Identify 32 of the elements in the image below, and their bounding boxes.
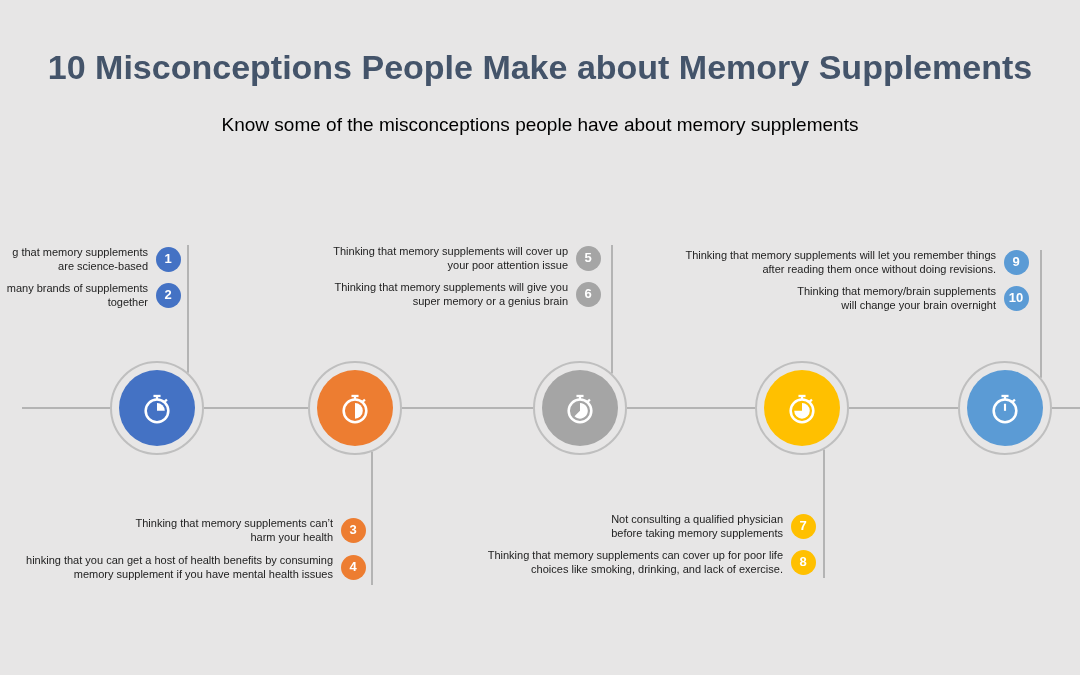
connector-line [21, 407, 111, 409]
number-badge: 10 [1003, 285, 1029, 311]
number-badge: 7 [790, 513, 816, 539]
number-badge: 8 [790, 549, 816, 575]
connector-line [626, 407, 756, 409]
connector-line [1051, 407, 1080, 409]
number-badge: 4 [340, 554, 366, 580]
statement-text: Thinking that memory/brain supplements will change your brain overnight [796, 284, 996, 312]
connector-line [611, 244, 613, 375]
statement-text: g that memory supplements are science-based [11, 245, 148, 273]
number-badge: 9 [1003, 249, 1029, 275]
number-badge: 5 [575, 245, 601, 271]
subtitle: Know some of the misconceptions people have about memory supplements [220, 113, 860, 137]
statement-text: Thinking that memory supplements can’t harm your health [134, 516, 333, 544]
connector-line [187, 244, 189, 374]
connector-line [203, 407, 309, 409]
title: 10 Misconceptions People Make about Memory Supplements [46, 47, 1034, 88]
number-badge: 3 [340, 517, 366, 543]
connector-line [401, 407, 534, 409]
connector-line [1040, 249, 1042, 379]
statement-text: Thinking that memory supplements can cover up for poor life choices like smoking, drinking, and lack of exercise. [486, 548, 783, 576]
number-badge: 2 [155, 282, 181, 308]
connector-line [848, 407, 959, 409]
statement-text: Thinking that memory supplements will let you remember things after reading them once without doing revisions. [684, 248, 996, 276]
connector-line [823, 448, 825, 579]
statement-text: Not consulting a qualified physician before taking memory supplements [610, 512, 783, 540]
statement-text: many brands of supplements together [5, 281, 148, 309]
statement-text: Thinking that memory supplements will give you super memory or a genius brain [333, 280, 568, 308]
statement-text: Thinking that memory supplements will cover up your poor attention issue [332, 244, 568, 272]
statement-text: hinking that you can get a host of health benefits by consuming memory supplement if you have mental health issues [25, 553, 333, 581]
number-badge: 1 [155, 246, 181, 272]
number-badge: 6 [575, 281, 601, 307]
